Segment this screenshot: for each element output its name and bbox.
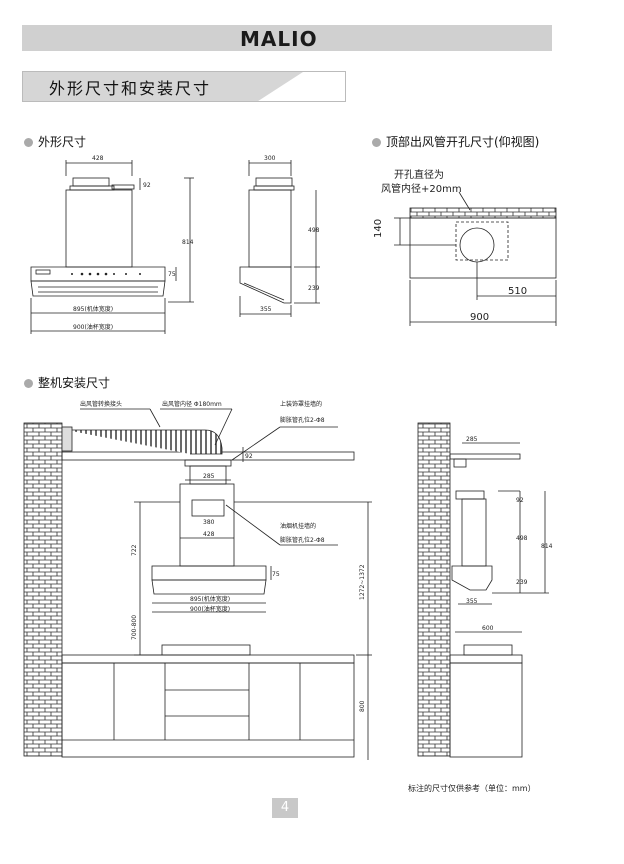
inst-dim-1272: 1272~1372	[359, 564, 366, 600]
side-inst-92: 92	[516, 497, 524, 504]
label-upper-1: 上装饰罩挂墙的	[280, 400, 322, 408]
dim-75: 75	[168, 271, 176, 278]
top-duct-hole	[459, 227, 495, 263]
side-chimney	[248, 189, 292, 268]
front-outlet-base	[69, 185, 115, 191]
inst-dim-700-800: 700-800	[131, 615, 138, 640]
side-dim-355: 355	[260, 306, 272, 313]
label-lower-1: 油烟机挂墙的	[280, 522, 316, 530]
brand-logo: MALIO	[240, 27, 318, 51]
section-top: 顶部出风管开孔尺寸(仰视图)	[372, 133, 539, 150]
install-hood	[151, 565, 267, 581]
section-title-box: 外形尺寸和安装尺寸	[22, 71, 346, 102]
side-inst-498: 498	[516, 535, 528, 542]
hole-label-1: 开孔直径为	[394, 168, 444, 181]
install-side	[417, 422, 549, 758]
inst-dim-428: 428	[203, 531, 215, 538]
side-dim-239: 239	[308, 285, 320, 292]
flex-duct	[66, 429, 223, 455]
front-hood-lower	[30, 280, 166, 297]
dim-900: 900(油杯宽度)	[73, 323, 113, 331]
section-top-label: 顶部出风管开孔尺寸(仰视图)	[386, 135, 540, 149]
inst-dim-800: 800	[359, 700, 366, 712]
side-inst-239: 239	[516, 579, 528, 586]
dim-92: 92	[143, 182, 151, 189]
inst-dim-900: 900(油杯宽度)	[190, 605, 230, 613]
inst-dim-285: 285	[203, 473, 215, 480]
side-inst-814: 814	[541, 543, 553, 550]
front-logo-plate	[35, 269, 51, 275]
install-front	[23, 408, 372, 760]
section-outer-label: 外形尺寸	[38, 135, 87, 149]
section-outer: 外形尺寸	[24, 133, 86, 150]
front-chimney	[65, 189, 133, 268]
bullet-icon	[372, 138, 381, 147]
side-dim-300: 300	[264, 155, 276, 162]
cabinet	[61, 662, 355, 758]
dim-814: 814	[182, 239, 194, 246]
top-dim-510: 510	[508, 286, 527, 297]
inst-dim-75: 75	[272, 571, 280, 578]
section-install-label: 整机安装尺寸	[38, 376, 111, 390]
wall-brick-left	[23, 422, 63, 757]
inst-dim-895: 895(机体宽度)	[190, 595, 230, 603]
top-dim-900: 900	[470, 312, 489, 323]
front-view	[30, 160, 194, 334]
label-lower-2: 膨胀管孔位2-Φ8	[280, 536, 325, 544]
cooktop	[161, 644, 251, 656]
section-install: 整机安装尺寸	[24, 374, 110, 391]
inst-dim-380: 380	[203, 519, 215, 526]
page-title: 外形尺寸和安装尺寸	[49, 79, 212, 98]
top-view	[394, 191, 557, 326]
label-joint: 出风管转换接头	[80, 400, 122, 408]
inst-dim-92: 92	[245, 453, 253, 460]
header-bar	[22, 25, 552, 51]
top-dim-140: 140	[373, 219, 384, 238]
side-inst-285: 285	[466, 436, 478, 443]
inst-dim-722: 722	[131, 544, 138, 556]
top-hood-outline	[409, 217, 557, 279]
page-number: 4	[272, 798, 298, 818]
top-brick-wall	[409, 207, 557, 219]
side-dim-498: 498	[308, 227, 320, 234]
front-outlet	[72, 177, 110, 187]
footnote: 标注的尺寸仅供参考（单位：mm）	[408, 784, 536, 793]
dim-895: 895(机体宽度)	[73, 305, 113, 313]
side-hood	[239, 266, 292, 304]
side-inst-600: 600	[482, 625, 494, 632]
front-outlet-arm	[111, 184, 135, 190]
side-outlet	[255, 177, 293, 187]
bullet-icon	[24, 138, 33, 147]
label-duct: 出风管内径 Φ180mm	[162, 400, 222, 408]
side-view	[239, 160, 320, 317]
wall-brick-right	[417, 422, 451, 757]
bullet-icon	[24, 379, 33, 388]
label-upper-2: 膨胀管孔位2-Φ8	[280, 416, 325, 424]
side-inst-355: 355	[466, 598, 478, 605]
title-fill	[23, 72, 303, 101]
hole-label-2: 风管内径+20mm	[381, 182, 462, 195]
dim-428: 428	[92, 155, 104, 162]
